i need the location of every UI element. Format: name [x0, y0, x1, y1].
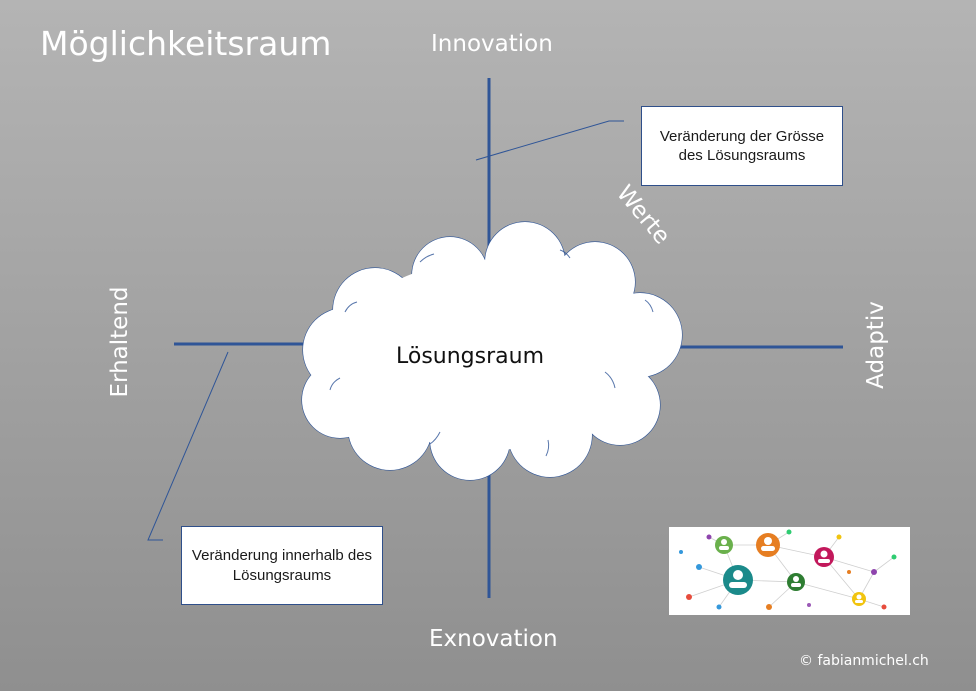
- callout-text-bottom-left: Veränderung innerhalb des Lösungsraums: [191, 547, 373, 584]
- network-people-icons: [715, 533, 866, 606]
- axis-label-right: Adaptiv: [863, 301, 889, 389]
- axis-label-bottom: Exnovation: [429, 626, 558, 652]
- callout-text-top-right: Veränderung der Grösse des Lösungsraums: [659, 127, 825, 165]
- callout-leader-bottom: [147, 351, 229, 541]
- network-illustration: [669, 527, 910, 615]
- solution-space-cloud: [301, 221, 683, 481]
- callout-leader-top: [475, 120, 624, 161]
- cloud-center-label: Lösungsraum: [396, 344, 545, 369]
- axis-label-left: Erhaltend: [107, 286, 133, 398]
- callout-box-top-right: Veränderung der Grösse des Lösungsraums: [641, 106, 843, 186]
- diagram-title: Möglichkeitsraum: [40, 24, 332, 63]
- copyright-notice: © fabianmichel.ch: [799, 653, 929, 669]
- axis-label-top: Innovation: [431, 31, 553, 57]
- network-dots: [679, 529, 897, 610]
- callout-box-bottom-left: Veränderung innerhalb des Lösungsraums: [181, 526, 383, 605]
